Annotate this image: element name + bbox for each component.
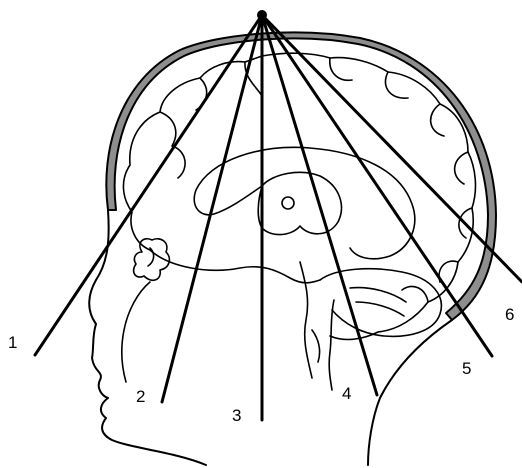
beam-source-dot bbox=[257, 10, 267, 20]
beam-label-5: 5 bbox=[462, 359, 471, 378]
neck-outline bbox=[368, 320, 452, 465]
beam-label-2: 2 bbox=[136, 387, 145, 406]
beam-label-3: 3 bbox=[232, 406, 241, 425]
jaw-line bbox=[122, 282, 150, 382]
lateral-ventricle bbox=[258, 172, 341, 234]
beam-label-1: 1 bbox=[8, 333, 17, 352]
beam-2 bbox=[162, 15, 262, 402]
beam-1 bbox=[35, 15, 262, 355]
corpus-callosum bbox=[194, 147, 415, 258]
interthalamic-adhesion bbox=[282, 197, 294, 209]
cerebellum bbox=[320, 269, 441, 337]
beam-label-6: 6 bbox=[505, 305, 514, 324]
temporal-lobe bbox=[150, 250, 320, 283]
beam-label-4: 4 bbox=[342, 384, 351, 403]
brain-outline bbox=[123, 53, 475, 339]
